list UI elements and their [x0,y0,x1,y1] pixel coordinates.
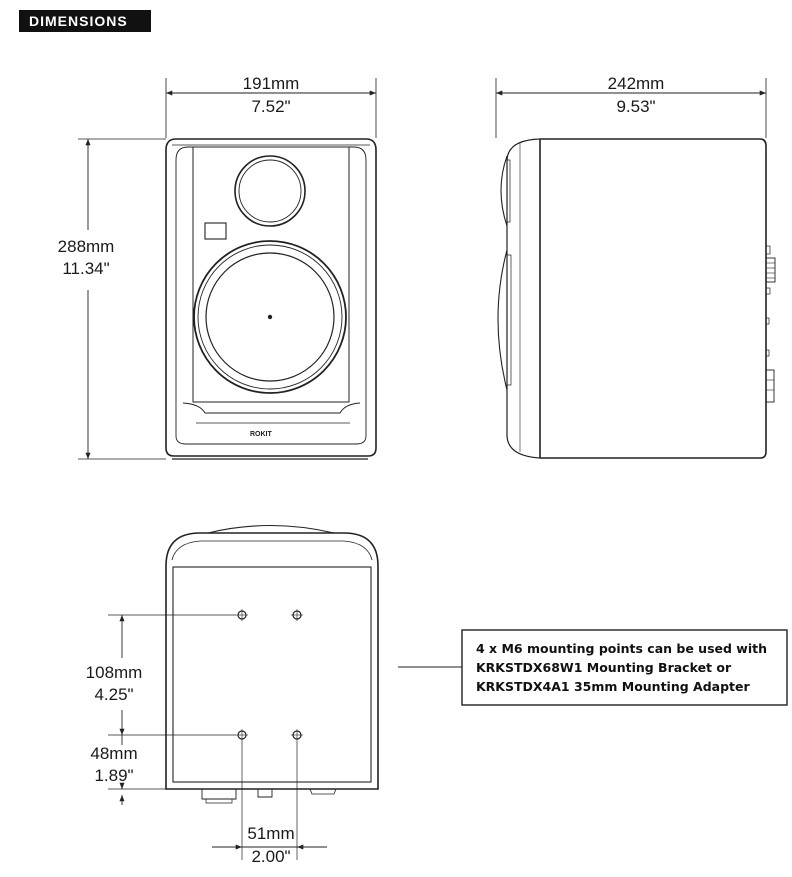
front-height-in: 11.34" [62,259,109,278]
bottom-offset-in: 1.89" [94,766,133,785]
mounting-note-line-1: 4 x M6 mounting points can be used with [476,641,767,656]
front-width-in: 7.52" [251,97,290,116]
side-view [495,78,776,459]
side-depth-mm: 242mm [608,74,665,93]
brand-logo: ROKIT [250,431,273,438]
bottom-spacing-h-mm: 51mm [247,824,294,843]
bottom-spacing-v-in: 4.25" [94,685,133,704]
mounting-hole-br [291,729,303,741]
side-depth-in: 9.53" [616,97,655,116]
front-height-mm: 288mm [58,237,115,256]
mounting-hole-bl [236,729,248,741]
front-width-mm: 191mm [243,74,300,93]
mounting-note-line-2: KRKSTDX68W1 Mounting Bracket or [476,660,732,675]
mounting-hole-tl [236,609,248,621]
section-title: DIMENSIONS [19,10,151,32]
bottom-spacing-h-in: 2.00" [251,847,290,866]
mounting-note-line-3: KRKSTDX4A1 35mm Mounting Adapter [476,679,750,694]
bottom-offset-mm: 48mm [90,744,137,763]
bottom-spacing-v-mm: 108mm [86,663,143,682]
mounting-note-box [461,629,788,706]
mounting-hole-tr [291,609,303,621]
bottom-view [108,524,462,860]
front-view [78,78,377,460]
